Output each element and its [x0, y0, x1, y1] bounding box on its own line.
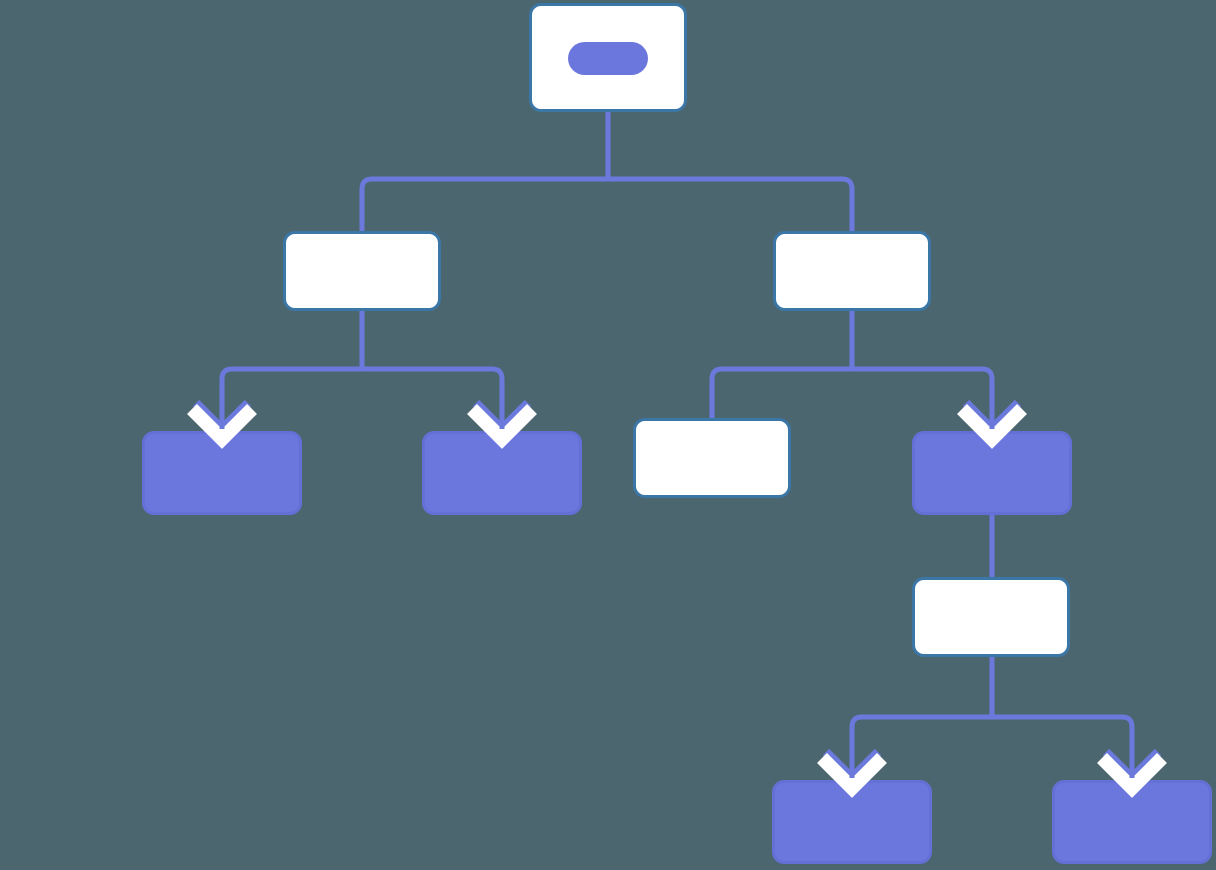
- diagram-node-n2[interactable]: [773, 231, 931, 311]
- diagram-node-n1[interactable]: [283, 231, 441, 311]
- diagram-node-n8[interactable]: [772, 780, 932, 864]
- node-inner-pill: [568, 42, 648, 75]
- diagram-node-n6[interactable]: [912, 431, 1072, 515]
- diagram-node-n4[interactable]: [422, 431, 582, 515]
- diagram-node-n9[interactable]: [1052, 780, 1212, 864]
- diagram-node-n7[interactable]: [912, 577, 1070, 657]
- diagram-node-n0[interactable]: [529, 3, 687, 112]
- diagram-node-n3[interactable]: [142, 431, 302, 515]
- diagram-node-n5[interactable]: [633, 418, 791, 498]
